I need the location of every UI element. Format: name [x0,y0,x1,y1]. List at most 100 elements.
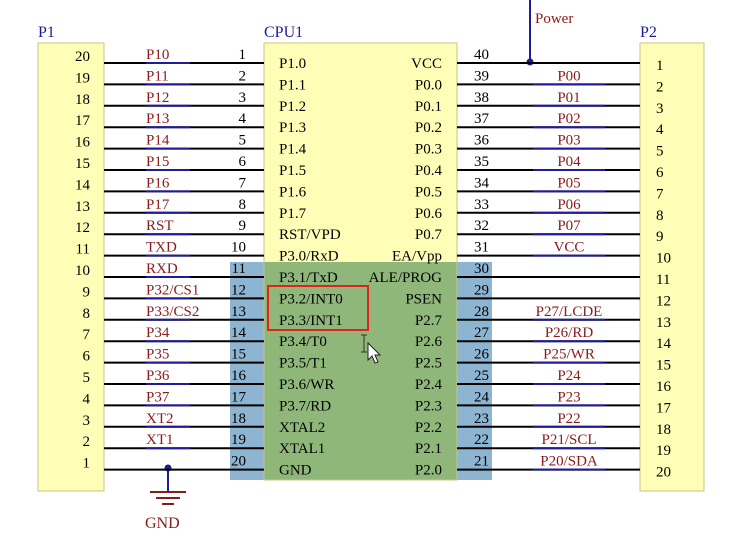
cpu-left-pin-label: P1.2 [279,99,306,115]
p1-pin-number: 15 [75,156,90,172]
cpu-right-pin-label: P0.7 [415,227,443,243]
cpu-right-pin-number: 32 [474,218,489,234]
cpu-right-pin-number: 22 [474,432,489,448]
cpu-right-pin-label: P2.7 [415,313,443,329]
cpu-left-pin-label: P3.5/T1 [279,356,327,372]
cpu-right-pin-number: 39 [474,68,489,84]
cpu-left-pin-label: P1.7 [279,206,307,222]
cpu-left-pin-number: 2 [239,68,247,84]
mouse-pointer-icon [367,341,382,364]
p2-pin-number: 1 [656,58,664,74]
left-net-label: P12 [146,90,169,106]
cpu-left-pin-number: 5 [239,133,247,149]
left-net-label: P17 [146,197,170,213]
p2-pin-number: 10 [656,251,671,267]
text-cursor-icon [361,334,367,353]
p2-pin-number: 12 [656,293,671,309]
cpu-left-pin-label: P1.5 [279,163,306,179]
cpu-right-pin-number: 36 [474,133,490,149]
cpu-right-pin-number: 38 [474,90,489,106]
p2-pin-number: 17 [656,400,672,416]
cpu-left-pin-number: 3 [239,90,247,106]
gnd-label: GND [145,515,180,532]
cpu-left-pin-label: P3.7/RD [279,398,331,414]
cpu-right-pin-number: 27 [474,325,490,341]
left-net-label: RST [146,218,174,234]
cpu-right-pin-number: 35 [474,154,489,170]
cpu-left-pin-label: P1.1 [279,77,306,93]
p1-pin-number: 14 [75,177,91,193]
left-net-label: P33/CS2 [146,304,199,320]
p1-pin-number: 1 [83,456,91,472]
cpu-left-pin-label: GND [279,463,312,479]
cpu-right-pin-number: 25 [474,368,489,384]
p2-header: P2 [640,24,657,41]
cpu-right-pin-number: 37 [474,111,490,127]
right-net-label: P00 [557,68,580,84]
cpu-left-pin-number: 17 [231,389,247,405]
p1-pin-number: 8 [83,306,91,322]
connector-p1-body [37,42,105,492]
right-net-label: P01 [557,90,580,106]
cpu-left-pin-label: P1.6 [279,184,307,200]
left-net-label: P10 [146,47,169,63]
cpu-left-pin-label: P1.4 [279,142,307,158]
p2-pin-number: 18 [656,422,671,438]
cpu-left-pin-label: P1.3 [279,120,306,136]
p1-pin-number: 13 [75,199,90,215]
p1-pin-number: 12 [75,220,90,236]
right-net-label: P05 [557,175,580,191]
cpu-left-pin-number: 16 [231,368,247,384]
cpu-right-pin-number: 31 [474,240,489,256]
p2-pin-number: 15 [656,358,671,374]
cpu-left-pin-label: P3.1/TxD [279,270,338,286]
cpu-right-pin-label: VCC [411,56,442,72]
p1-pin-number: 3 [83,413,91,429]
right-net-label: VCC [554,240,585,256]
cpu-left-pin-label: P3.6/WR [279,377,334,393]
left-net-label: XT2 [146,411,174,427]
p2-pin-number: 11 [656,272,670,288]
p2-pin-number: 13 [656,315,671,331]
left-net-label: P16 [146,175,170,191]
cpu-right-pin-number: 33 [474,197,489,213]
cpu-left-pin-label: P3.4/T0 [279,334,327,350]
cpu-right-pin-label: P2.6 [415,334,443,350]
cpu-right-pin-label: P2.4 [415,377,443,393]
cpu-right-pin-number: 29 [474,282,489,298]
p2-pin-number: 6 [656,165,664,181]
p1-pin-number: 19 [75,70,90,86]
cpu-left-pin-label: P3.2/INT0 [279,291,343,307]
cpu-left-pin-number: 12 [231,282,246,298]
cpu-left-pin-number: 9 [239,218,247,234]
selected-pins-box[interactable] [267,285,369,331]
cpu-header: CPU1 [264,24,303,41]
left-net-label: P35 [146,347,169,363]
right-net-label: P23 [557,389,580,405]
cpu-left-pin-number: 10 [231,240,246,256]
right-net-label: P03 [557,133,580,149]
p1-pin-number: 4 [83,391,91,407]
cpu-right-pin-label: P2.1 [415,441,442,457]
left-net-label: P11 [146,68,169,84]
cpu-left-pin-label: RST/VPD [279,227,341,243]
right-net-label: P27/LCDE [536,304,603,320]
cpu-right-pin-number: 30 [474,261,489,277]
cpu-right-pin-label: P2.5 [415,356,442,372]
p2-pin-number: 5 [656,144,664,160]
right-net-label: P04 [557,154,581,170]
p1-pin-number: 18 [75,92,90,108]
p1-pin-number: 7 [83,327,91,343]
p2-pin-number: 19 [656,443,671,459]
cpu-right-pin-number: 34 [474,175,490,191]
cpu-body [264,43,457,262]
right-net-label: P21/SCL [541,432,596,448]
cpu-left-pin-label: XTAL2 [279,420,325,436]
p2-pin-number: 4 [656,122,664,138]
right-net-label: P26/RD [545,325,594,341]
cpu-left-pin-number: 6 [239,154,247,170]
selection-region-body [264,262,457,480]
cpu-right-pin-number: 40 [474,47,489,63]
